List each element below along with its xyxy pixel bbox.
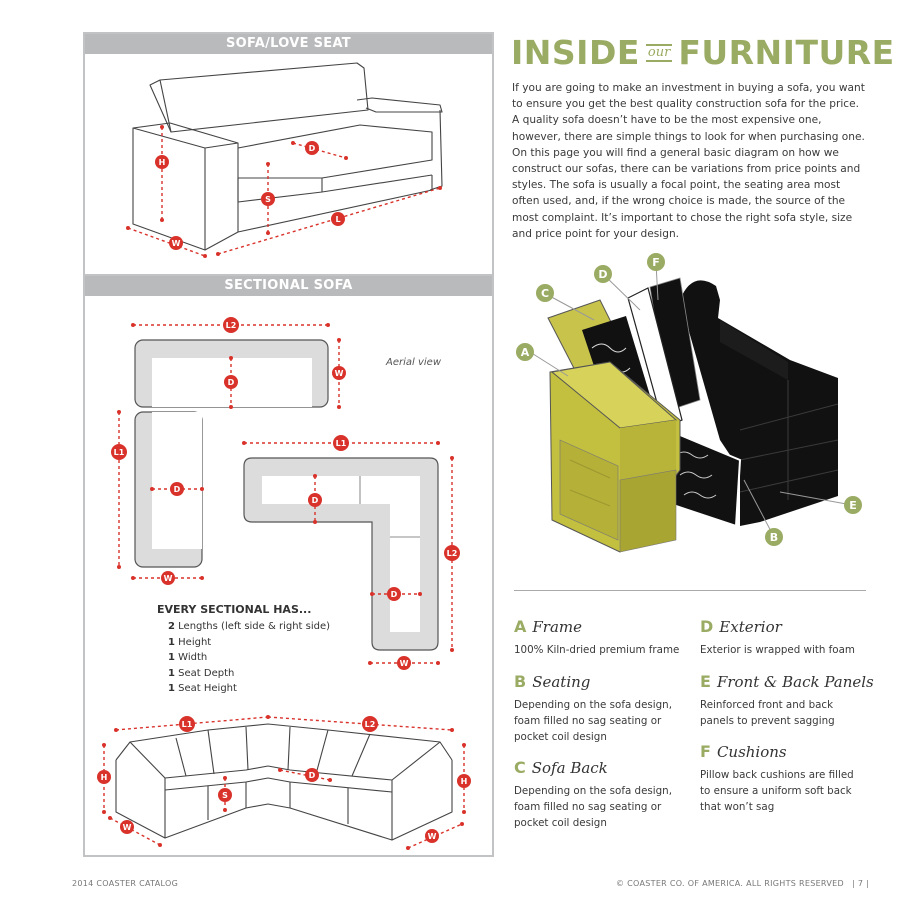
badge-s-bottom: S [218, 788, 232, 802]
svg-text:H: H [101, 773, 108, 782]
callout-b: B [765, 528, 783, 546]
badge-l1-lshape: L1 [333, 435, 349, 451]
svg-text:L1: L1 [182, 720, 193, 729]
badge-w-bottom-right: W [425, 829, 439, 843]
svg-text:L2: L2 [365, 720, 376, 729]
summary-item: 2 Lengths (left side & right side) [168, 621, 331, 632]
badge-d-lshape-top: D [308, 493, 322, 507]
badge-d-left: D [170, 482, 184, 496]
svg-text:D: D [598, 268, 607, 281]
svg-text:L1: L1 [114, 448, 125, 457]
svg-text:W: W [428, 832, 437, 841]
section-rule [514, 590, 866, 591]
svg-text:S: S [222, 791, 228, 800]
callout-f: F [647, 253, 665, 271]
svg-text:H: H [461, 777, 468, 786]
badge-w-bottom-left: W [120, 820, 134, 834]
badge-l2-lshape: L2 [444, 545, 460, 561]
badge-l1-left: L1 [111, 444, 127, 460]
badge-l2-top: L2 [223, 317, 239, 333]
svg-text:A: A [521, 346, 530, 359]
footer-page-number: | 7 | [852, 879, 870, 888]
badge-l: L [331, 212, 345, 226]
callout-c: C [536, 284, 554, 302]
svg-text:S: S [265, 195, 271, 204]
svg-text:L2: L2 [447, 549, 458, 558]
svg-text:D: D [174, 485, 181, 494]
badge-w-lshape: W [397, 656, 411, 670]
svg-text:W: W [335, 369, 344, 378]
sofa-heading: SOFA/LOVE SEAT [85, 34, 492, 54]
aerial-view-label: Aerial view [386, 357, 441, 368]
svg-text:W: W [123, 823, 132, 832]
svg-text:E: E [849, 499, 857, 512]
callout-a: A [516, 343, 534, 361]
callout-e: E [844, 496, 862, 514]
badge-d-bottom: D [305, 768, 319, 782]
summary-item: 1 Seat Height [168, 683, 237, 694]
summary-item: 1 Width [168, 652, 208, 663]
svg-text:D: D [309, 771, 316, 780]
badge-s: S [261, 192, 275, 206]
sectional-heading: SECTIONAL SOFA [85, 276, 492, 296]
svg-text:L2: L2 [226, 321, 237, 330]
badge-w-left: W [161, 571, 175, 585]
svg-text:L: L [335, 215, 340, 224]
svg-text:W: W [172, 239, 181, 248]
badge-w: W [169, 236, 183, 250]
svg-text:F: F [652, 256, 660, 269]
sectional-summary: EVERY SECTIONAL HAS... 2 Lengths (left s… [157, 603, 330, 697]
badge-h-right: H [457, 774, 471, 788]
svg-text:W: W [400, 659, 409, 668]
summary-title: EVERY SECTIONAL HAS... [157, 603, 312, 616]
intro-paragraph: If you are going to make an investment i… [512, 82, 865, 240]
badge-l2-bottom: L2 [362, 716, 378, 732]
badge-h-left: H [97, 770, 111, 784]
svg-text:H: H [159, 158, 166, 167]
panel-divider [85, 274, 492, 276]
footer-copyright: © COASTER CO. OF AMERICA. ALL RIGHTS RES… [616, 879, 844, 888]
svg-text:W: W [164, 574, 173, 583]
svg-text:D: D [312, 496, 319, 505]
svg-text:L1: L1 [336, 439, 347, 448]
summary-item: 1 Height [168, 636, 212, 648]
badge-h: H [155, 155, 169, 169]
badge-d-top: D [224, 375, 238, 389]
badge-w-top: W [332, 366, 346, 380]
svg-text:D: D [228, 378, 235, 387]
summary-item: 1 Seat Depth [168, 667, 235, 679]
footer-catalog: 2014 COASTER CATALOG [72, 879, 179, 888]
svg-text:D: D [309, 144, 316, 153]
badge-d: D [305, 141, 319, 155]
badge-l1-bottom: L1 [179, 716, 195, 732]
svg-text:B: B [770, 531, 778, 544]
svg-text:C: C [541, 287, 549, 300]
svg-text:D: D [391, 590, 398, 599]
callout-d: D [594, 265, 612, 283]
badge-d-lshape-side: D [387, 587, 401, 601]
